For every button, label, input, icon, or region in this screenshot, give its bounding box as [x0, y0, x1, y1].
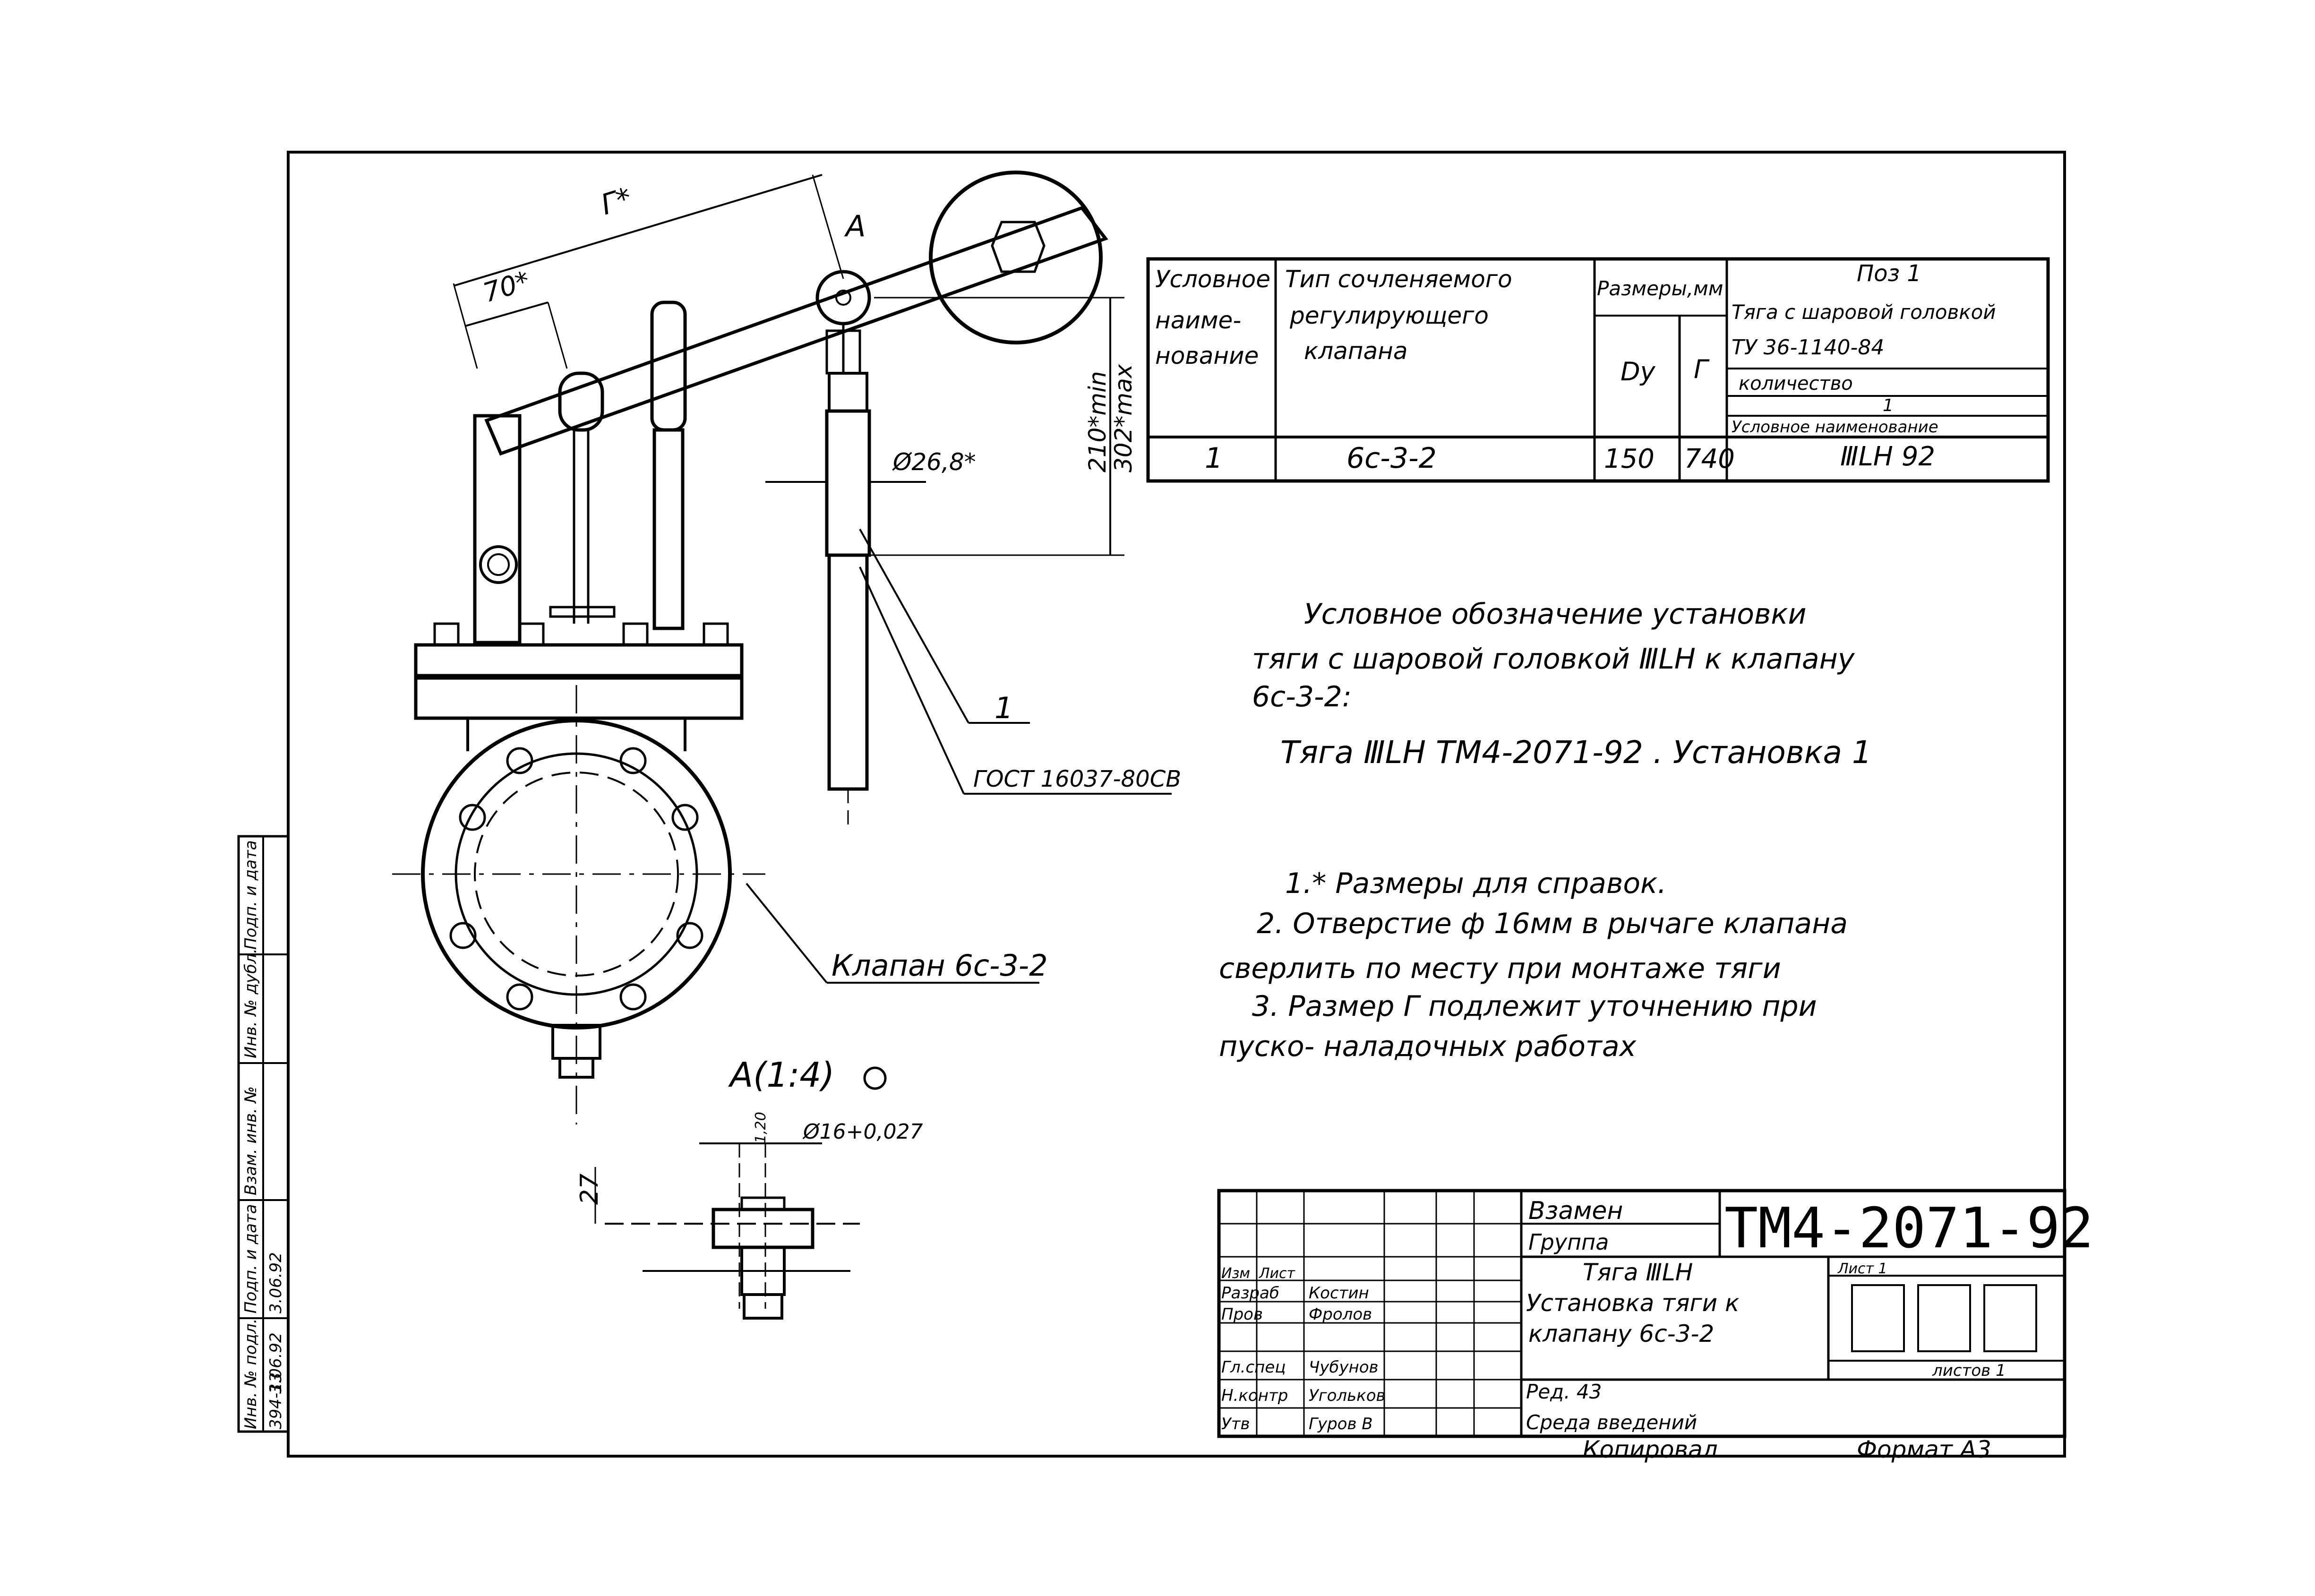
spec-table: [1146, 257, 2050, 483]
header-pos: Поз 1: [1857, 260, 1921, 287]
ball-joint: [815, 270, 871, 326]
designation-line2: тяги с шаровой головкой ⅢLH к клапану: [1252, 643, 1855, 676]
tb-row-5-name: Гуров В: [1309, 1415, 1373, 1433]
note-1: 1.* Размеры для справок.: [1285, 867, 1666, 900]
designation-line4: Тяга ⅢLH ТМ4-2071-92 . Установка 1: [1280, 734, 1872, 771]
tb-row-4-role: Н.контр: [1221, 1386, 1288, 1405]
tb-row-1-role: Разраб: [1221, 1284, 1279, 1303]
tb-title2: Установка тяги к: [1526, 1289, 1739, 1317]
row-type: 6с-3-2: [1346, 442, 1437, 475]
tb-gruppa: Группа: [1528, 1229, 1609, 1255]
side-stamp-cell-5: Инв. № подл.: [241, 1318, 260, 1429]
note-2a: 2. Отверстие ф 16мм в рычаге клапана: [1257, 907, 1848, 940]
tb-row-0-name: Лист: [1259, 1265, 1296, 1282]
tb-row-5-role: Утв: [1221, 1415, 1250, 1433]
dim-70: 70*: [480, 266, 533, 309]
tb-row-2-role: Пров: [1221, 1305, 1263, 1324]
section-a-mark: A: [844, 209, 866, 243]
header-col1-line3: нование: [1155, 342, 1259, 369]
tb-row-3-role: Гл.спец: [1221, 1358, 1286, 1377]
tb-copied: Копировал: [1583, 1436, 1718, 1463]
header-pos-tu: ТУ 36-1140-84: [1732, 335, 1884, 360]
dim-hole: Ø16+0,027: [802, 1120, 923, 1144]
counterweight: [929, 171, 1103, 344]
valve-lever: [484, 206, 1108, 456]
side-stamp-value-1: 3.06.92: [266, 1252, 285, 1313]
valve-label: Клапан 6с-3-2: [832, 948, 1048, 983]
row-dy: 150: [1604, 444, 1655, 474]
side-stamp-cell-3: Взам. инв. №: [241, 1086, 260, 1195]
side-stamp: Подп. и дата Инв. № дубл. Взам. инв. № П…: [237, 835, 290, 1433]
tb-list-label: Лист 1: [1837, 1261, 1887, 1277]
header-col1-line2: наиме-: [1155, 307, 1241, 334]
header-col2-line1: Тип сочленяемого: [1285, 266, 1512, 293]
tb-vzamen: Взамен: [1528, 1197, 1623, 1225]
header-col2-line2: регулирующего: [1289, 302, 1489, 329]
note-3a: 3. Размер Г подлежит уточнению при: [1252, 990, 1817, 1023]
dimensions-main: [453, 174, 1172, 984]
tb-title3: клапану 6с-3-2: [1528, 1320, 1714, 1347]
dim-g: Г*: [597, 181, 635, 222]
designation-line1: Условное обозначение установки: [1304, 598, 1807, 631]
header-name-label: Условное наименование: [1732, 418, 1938, 437]
dim-small: 1,20: [753, 1112, 769, 1143]
header-col2-line3: клапана: [1304, 337, 1407, 365]
detail-a-title: A(1:4): [728, 1055, 834, 1095]
note-3b: пуско- наладочных работах: [1219, 1030, 1637, 1063]
dim-27: 27: [575, 1174, 604, 1205]
surface-finish-icon: [863, 1066, 887, 1090]
title-block: [1217, 1189, 2066, 1438]
dim-302-max: 302*max: [1110, 364, 1137, 472]
tb-doc-code: ТМ4-2071-92: [1724, 1195, 2093, 1261]
tb-title1: Тяга ⅢLH: [1583, 1259, 1693, 1286]
tb-row-4-name: Угольков: [1309, 1386, 1386, 1405]
side-stamp-cell-2: Инв. № дубл.: [241, 948, 260, 1058]
side-stamp-cell-4: Подп. и дата: [241, 1204, 260, 1313]
side-stamp-cell-1: Подп. и дата: [241, 840, 260, 950]
tb-sreda: Среда введений: [1526, 1411, 1697, 1434]
sheet-frame: [287, 151, 2066, 1458]
header-col1-line1: Условное: [1155, 266, 1270, 293]
row-name: 1: [1205, 442, 1223, 475]
header-qty-label: количество: [1739, 373, 1853, 395]
row-designation: ⅢLH 92: [1840, 441, 1935, 472]
gost-label: ГОСТ 16037-80СВ: [973, 766, 1181, 792]
tb-row-2-name: Фролов: [1309, 1305, 1372, 1324]
detail-a: [594, 1142, 860, 1320]
header-pos-desc: Тяга с шаровой головкой: [1732, 300, 1996, 324]
note-2b: сверлить по месту при монтаже тяги: [1219, 952, 1781, 985]
header-dy: Dy: [1620, 357, 1656, 386]
tb-list: листов 1: [1932, 1361, 2006, 1380]
tb-format: Формат А3: [1857, 1436, 1991, 1463]
rod-lower: [827, 553, 869, 791]
valve-assembly: [392, 171, 1108, 1124]
header-sizes: Размеры,мм: [1597, 277, 1723, 300]
tb-row-3-name: Чубунов: [1309, 1358, 1379, 1377]
side-stamp-value-2: 3.06.92: [266, 1332, 285, 1394]
dim-210-min: 210*min: [1084, 371, 1111, 472]
side-stamp-value-3: 394-13: [266, 1373, 285, 1429]
header-g: Г: [1694, 354, 1710, 384]
header-qty-value: 1: [1883, 396, 1894, 415]
tb-row-1-name: Костин: [1309, 1284, 1369, 1303]
tb-row-0-role: Изм: [1221, 1265, 1250, 1282]
designation-line3: 6с-3-2:: [1252, 680, 1352, 713]
tb-org: Ред. 43: [1526, 1380, 1602, 1403]
dim-26-8: Ø26,8*: [892, 448, 976, 476]
row-g: 740: [1684, 444, 1735, 474]
callout-1: 1: [995, 691, 1013, 725]
